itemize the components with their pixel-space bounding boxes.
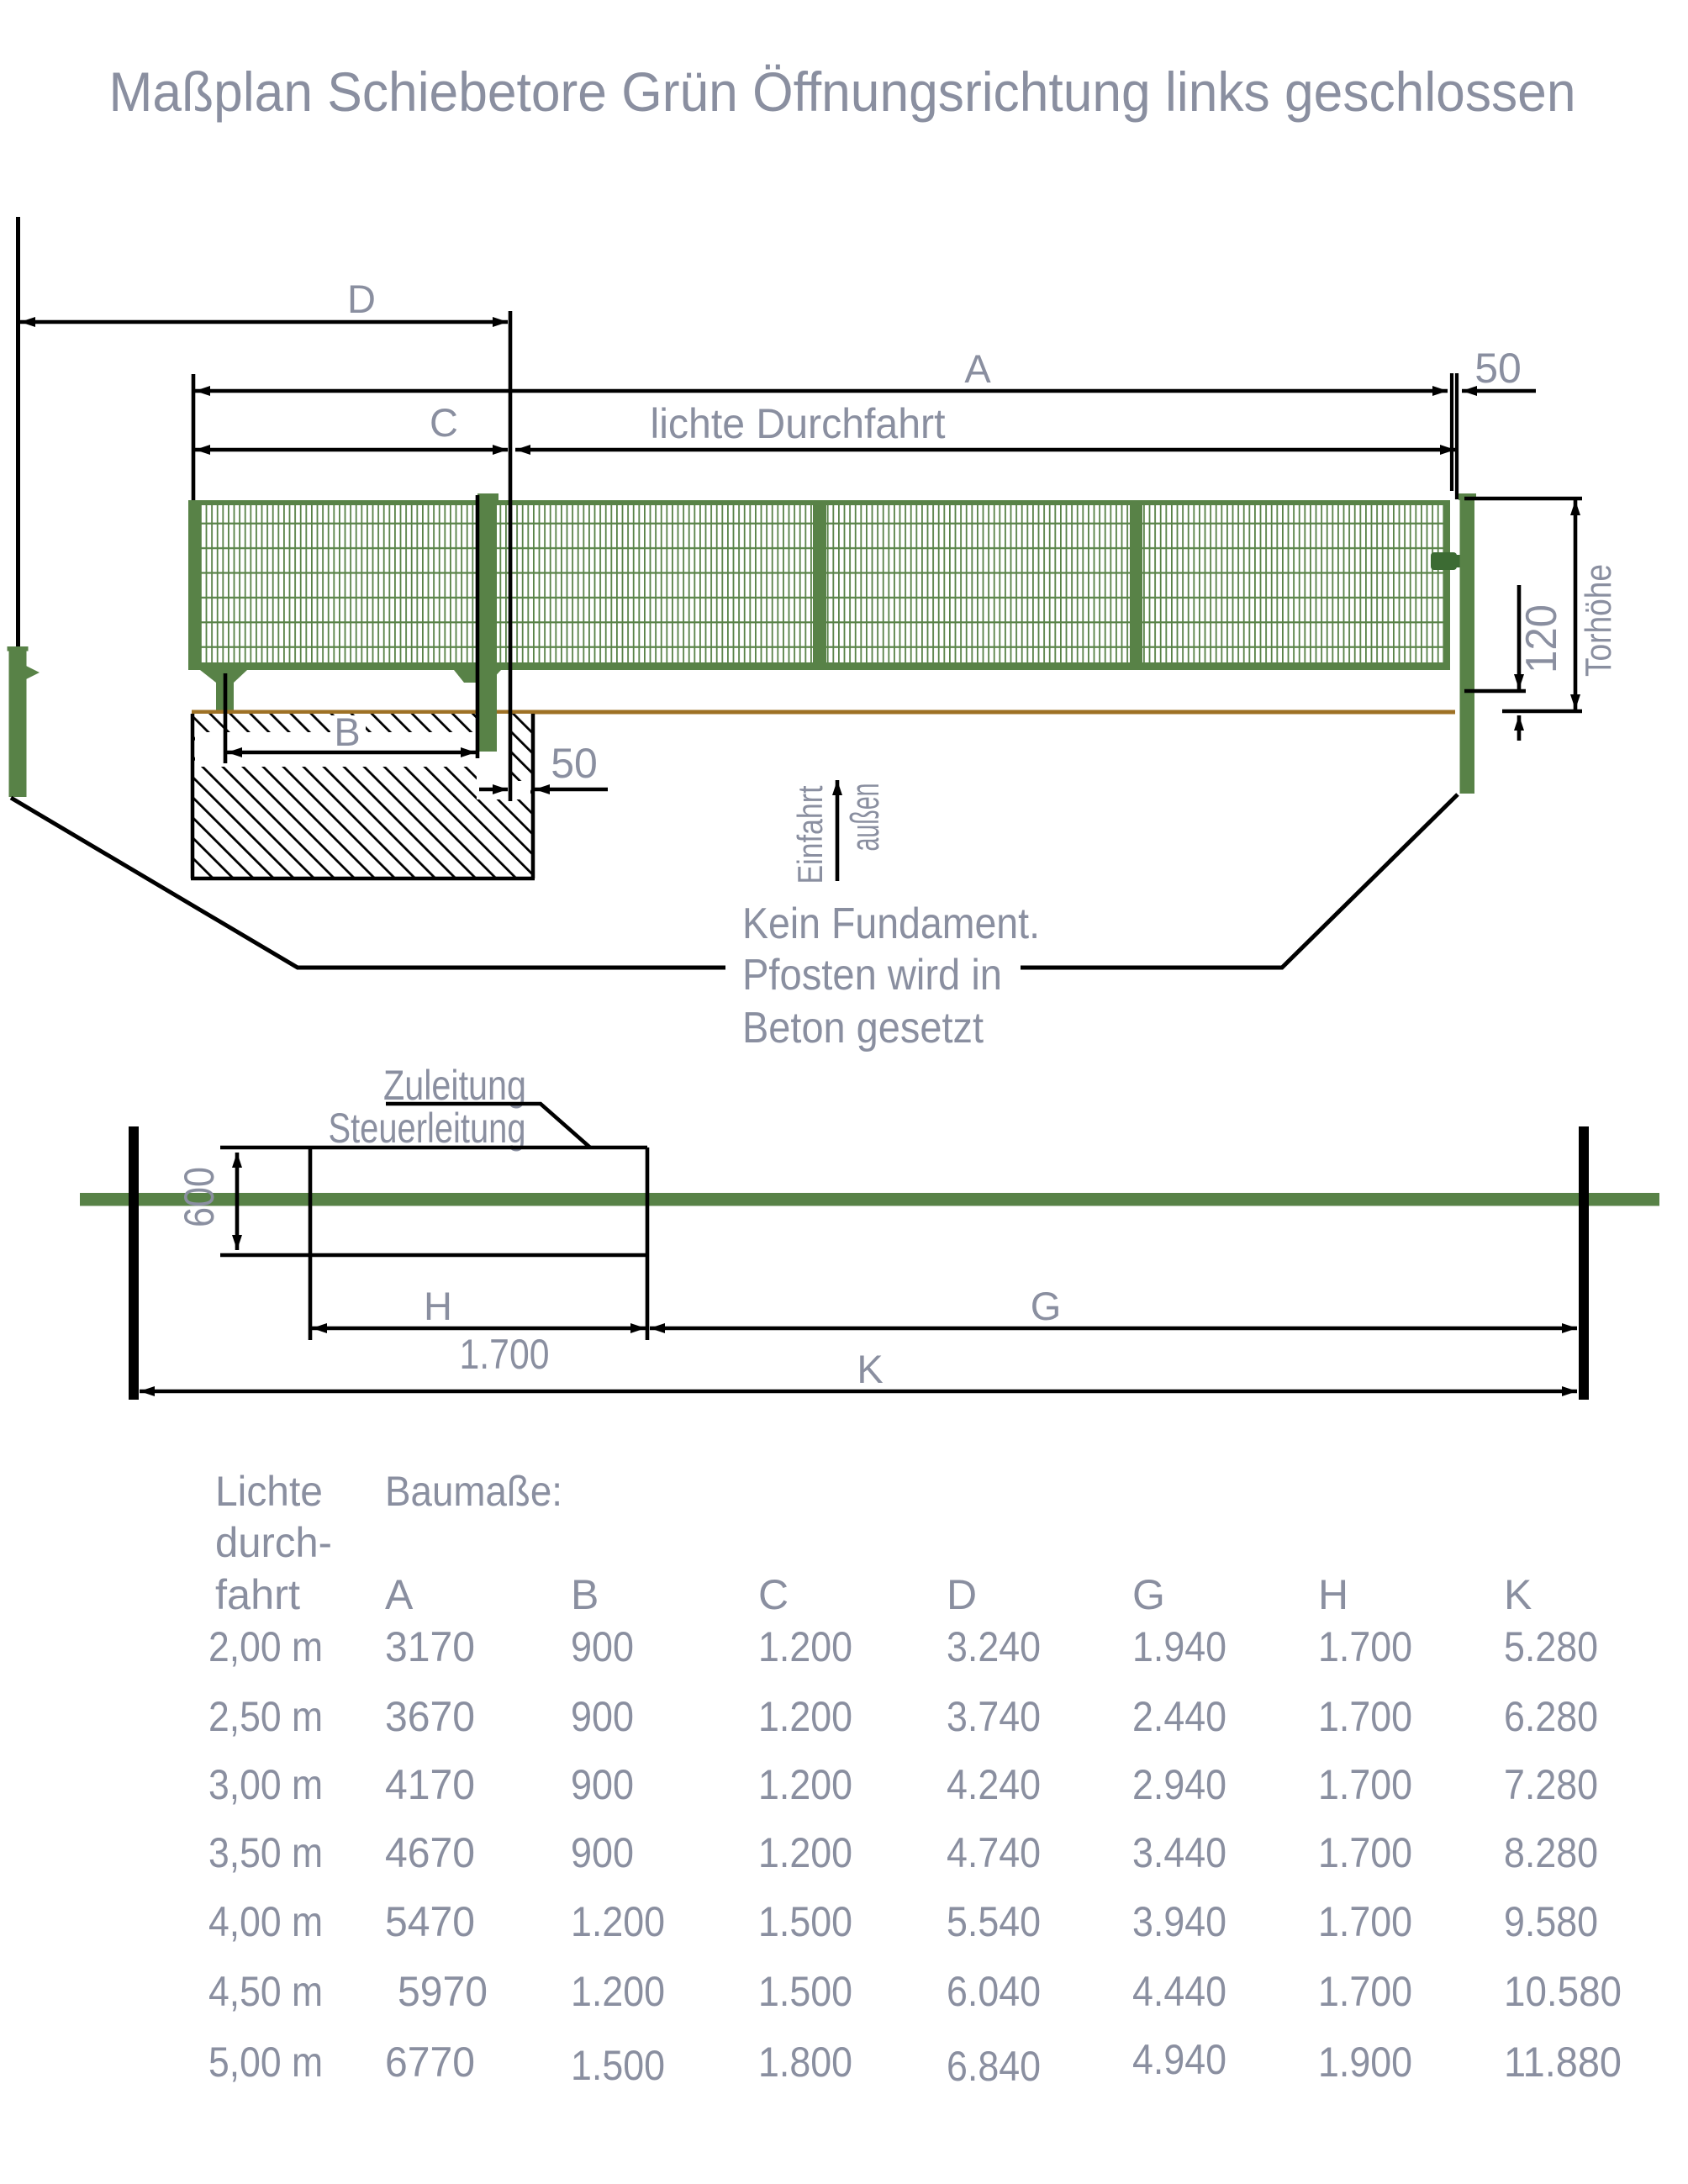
svg-text:1.700: 1.700 [1318,1693,1412,1740]
svg-text:3.740: 3.740 [947,1693,1041,1740]
svg-text:Steuerleitung: Steuerleitung [329,1105,526,1152]
svg-text:lichte Durchfahrt: lichte Durchfahrt [651,400,946,447]
svg-text:4,50 m: 4,50 m [208,1968,323,2015]
svg-text:fahrt: fahrt [215,1571,300,1618]
svg-text:900: 900 [571,1693,634,1740]
svg-text:11.880: 11.880 [1504,2039,1622,2086]
svg-text:5,00 m: 5,00 m [208,2039,323,2086]
svg-text:Pfosten wird in: Pfosten wird in [742,951,1002,1000]
svg-text:6.040: 6.040 [947,1968,1041,2015]
svg-text:3.240: 3.240 [947,1623,1041,1670]
svg-text:1.700: 1.700 [1318,1968,1412,2015]
svg-text:1.800: 1.800 [758,2039,852,2086]
svg-text:6770: 6770 [385,2039,475,2086]
svg-text:5.540: 5.540 [947,1898,1041,1945]
svg-text:Lichte: Lichte [215,1468,323,1515]
svg-text:120: 120 [1517,604,1566,673]
svg-text:K: K [1504,1571,1532,1618]
svg-text:2.440: 2.440 [1132,1693,1226,1740]
svg-text:D: D [947,1571,977,1618]
svg-text:600: 600 [176,1167,223,1227]
svg-text:G: G [1132,1571,1165,1618]
svg-text:Einfahrt: Einfahrt [790,785,830,884]
svg-text:10.580: 10.580 [1504,1968,1622,2015]
svg-text:4,00 m: 4,00 m [208,1898,323,1945]
svg-text:B: B [571,1571,599,1618]
svg-text:5470: 5470 [385,1898,475,1945]
svg-text:4.240: 4.240 [947,1761,1041,1808]
svg-text:Kein Fundament.: Kein Fundament. [742,899,1040,948]
svg-text:Torhöhe: Torhöhe [1578,564,1619,677]
svg-text:G: G [1031,1284,1062,1328]
svg-text:50: 50 [1474,345,1522,392]
svg-text:Maßplan Schiebetore Grün Öffnu: Maßplan Schiebetore Grün Öffnungsrichtun… [109,61,1576,123]
svg-text:A: A [385,1571,414,1618]
svg-text:K: K [857,1347,883,1391]
svg-text:900: 900 [571,1829,634,1876]
svg-text:4170: 4170 [385,1761,475,1808]
svg-text:1.500: 1.500 [758,1898,852,1945]
svg-text:2,50 m: 2,50 m [208,1693,323,1740]
svg-text:1.500: 1.500 [571,2042,665,2089]
svg-text:50: 50 [551,740,598,787]
svg-text:H: H [1318,1571,1348,1618]
svg-text:durch-: durch- [215,1519,332,1566]
svg-text:3670: 3670 [385,1693,475,1740]
svg-text:C: C [430,400,458,445]
svg-text:Beton gesetzt: Beton gesetzt [742,1004,984,1052]
svg-text:3,50 m: 3,50 m [208,1829,323,1876]
svg-text:A: A [964,346,991,391]
svg-text:1.200: 1.200 [758,1829,852,1876]
svg-text:7.280: 7.280 [1504,1761,1598,1808]
svg-text:4.740: 4.740 [947,1829,1041,1876]
svg-text:900: 900 [571,1623,634,1670]
svg-text:D: D [347,277,376,321]
svg-text:Baumaße:: Baumaße: [385,1468,562,1515]
svg-text:1.900: 1.900 [1318,2039,1412,2086]
svg-text:8.280: 8.280 [1504,1829,1598,1876]
svg-text:2.940: 2.940 [1132,1761,1226,1808]
svg-text:1.500: 1.500 [758,1968,852,2015]
svg-text:3170: 3170 [385,1623,475,1670]
svg-text:6.840: 6.840 [947,2043,1041,2090]
svg-text:2,00 m: 2,00 m [208,1623,323,1670]
svg-text:1.200: 1.200 [571,1968,665,2015]
svg-text:1.200: 1.200 [758,1623,852,1670]
svg-text:außen: außen [842,783,887,852]
svg-text:1.700: 1.700 [1318,1623,1412,1670]
svg-text:5.280: 5.280 [1504,1623,1598,1670]
svg-text:4.440: 4.440 [1132,1968,1226,2015]
svg-text:5970: 5970 [398,1968,488,2015]
svg-text:1.700: 1.700 [1318,1761,1412,1808]
svg-text:1.700: 1.700 [1318,1829,1412,1876]
svg-text:6.280: 6.280 [1504,1693,1598,1740]
svg-text:C: C [758,1571,789,1618]
svg-text:1.200: 1.200 [758,1693,852,1740]
svg-text:900: 900 [571,1761,634,1808]
svg-text:B: B [334,710,360,754]
svg-text:1.200: 1.200 [758,1761,852,1808]
svg-text:9.580: 9.580 [1504,1898,1598,1945]
svg-text:3,00 m: 3,00 m [208,1761,323,1808]
svg-text:1.700: 1.700 [1318,1898,1412,1945]
svg-text:1.940: 1.940 [1132,1623,1226,1670]
svg-text:Zuleitung: Zuleitung [383,1062,526,1109]
svg-text:1.200: 1.200 [571,1898,665,1945]
svg-text:3.940: 3.940 [1132,1898,1226,1945]
svg-text:3.440: 3.440 [1132,1829,1226,1876]
svg-text:4.940: 4.940 [1132,2036,1226,2083]
svg-text:H: H [424,1284,452,1328]
svg-text:1.700: 1.700 [460,1331,550,1378]
svg-text:4670: 4670 [385,1829,475,1876]
